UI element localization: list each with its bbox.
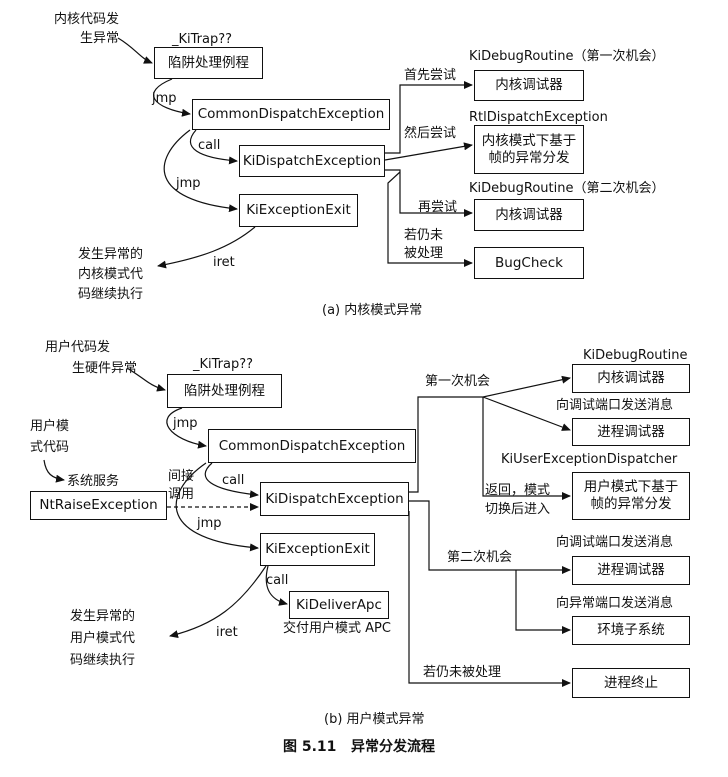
arrow-trap-to-common <box>152 78 191 117</box>
a-common-dispatch-box: CommonDispatchException <box>192 99 390 130</box>
a-start-label-1: 内核代码发 <box>54 12 120 27</box>
b-trap-handler-box: 陷阱处理例程 <box>167 374 282 408</box>
b-user-frame-dispatch-box: 用户模式下基于 帧的异常分发 <box>572 472 690 520</box>
arrow-b-trap-to-common <box>166 407 207 449</box>
b-ki-dispatch-box: KiDispatchException <box>260 482 409 516</box>
a-iret-label: iret <box>213 255 235 270</box>
b-indirect-call-label-1: 间接 <box>168 469 195 484</box>
b-second-chance-label: 第二次机会 <box>447 550 513 565</box>
a-call-label: call <box>198 138 221 153</box>
arrow-common-to-dispatch <box>189 129 238 165</box>
b-indirect-call-label-2: 调用 <box>168 487 195 502</box>
b-nt-raise-box: NtRaiseException <box>30 491 167 520</box>
a-kernel-debugger-2-box: 内核调试器 <box>474 199 584 231</box>
b-common-dispatch-box: CommonDispatchException <box>208 429 416 463</box>
b-user-exception-dispatcher-label: KiUserExceptionDispatcher <box>501 452 678 467</box>
b-send-debug-port-1-label: 向调试端口发送消息 <box>556 398 674 413</box>
a-end-label-3: 码继续执行 <box>78 287 144 302</box>
a-kernel-frame-dispatch-box: 内核模式下基于 帧的异常分发 <box>474 125 584 174</box>
a-trap-handler-box: 陷阱处理例程 <box>154 47 263 79</box>
b-user-code-label-2: 式代码 <box>30 440 70 455</box>
b-first-chance-label: 第一次机会 <box>425 374 491 389</box>
line-a-bugcheck <box>387 171 473 267</box>
arrow-b-exit-to-end <box>169 565 267 638</box>
arrow-b-user-to-nt <box>43 459 65 483</box>
a-debug-routine-1-label: KiDebugRoutine（第一次机会） <box>469 49 665 64</box>
line-b-second-chance <box>409 500 571 574</box>
b-user-frame-dispatch-line-2: 帧的异常分发 <box>590 496 672 512</box>
b-call-label: call <box>222 473 245 488</box>
b-process-debugger-2-box: 进程调试器 <box>572 556 690 585</box>
b-iret-label: iret <box>216 625 238 640</box>
a-bugcheck-box: BugCheck <box>474 247 584 279</box>
b-jmp2-label: jmp <box>197 516 222 531</box>
b-process-debugger-1-box: 进程调试器 <box>572 418 690 446</box>
b-still-unhandled-label: 若仍未被处理 <box>423 665 502 680</box>
a-end-label-1: 发生异常的 <box>78 247 144 262</box>
arrow-b-exit-to-apc <box>265 565 288 606</box>
b-ki-exit-box: KiExceptionExit <box>260 533 375 566</box>
b-ki-deliver-apc-box: KiDeliverApc <box>289 591 389 619</box>
line-a-bus-upper <box>385 81 473 154</box>
a-ki-exit-box: KiExceptionExit <box>239 194 358 227</box>
arrow-b-common-to-exit <box>175 462 259 552</box>
b-jmp1-label: jmp <box>173 416 198 431</box>
b-system-service-label: 系统服务 <box>67 474 120 489</box>
b-return-switch-label-2: 切换后进入 <box>485 502 551 517</box>
line-b-to-env-subsystem <box>515 570 571 634</box>
line-a-then <box>384 142 473 161</box>
figure-caption-number: 5.11 <box>301 739 337 755</box>
b-start-label-2: 生硬件异常 <box>72 361 138 376</box>
a-ki-dispatch-box: KiDispatchException <box>239 145 385 177</box>
figure-caption-title: 异常分发流程 <box>351 739 436 755</box>
b-user-frame-dispatch-line-1: 用户模式下基于 <box>583 479 679 495</box>
line-b-to-user-dispatch <box>482 397 571 500</box>
a-kitrap-label: _KiTrap?? <box>172 32 233 47</box>
b-process-terminate-box: 进程终止 <box>572 668 690 698</box>
b-return-switch-label-1: 返回，模式 <box>485 483 551 498</box>
figure-caption: 图 5.11 异常分发流程 <box>283 740 435 755</box>
line-b-to-terminate <box>408 511 571 687</box>
arrow-start-to-trap <box>117 37 153 64</box>
a-debug-routine-2-label: KiDebugRoutine（第二次机会） <box>469 181 665 196</box>
arrow-b-start-to-trap <box>126 367 166 392</box>
line-b-to-process-debugger <box>482 396 571 431</box>
arrow-common-to-exit <box>163 129 238 213</box>
b-env-subsystem-box: 环境子系统 <box>572 616 690 645</box>
a-then-try-label: 然后尝试 <box>404 126 457 141</box>
figure-caption-label: 图 <box>283 739 297 755</box>
a-kernel-frame-dispatch-line-1: 内核模式下基于 <box>481 132 577 149</box>
b-user-code-label-1: 用户模 <box>30 419 70 434</box>
a-unhandled-label-1: 若仍未 <box>404 228 444 243</box>
b-deliver-apc-label: 交付用户模式 APC <box>283 621 391 636</box>
b-end-label-3: 码继续执行 <box>70 653 136 668</box>
b-caption: (b) 用户模式异常 <box>324 712 425 727</box>
a-jmp2-label: jmp <box>176 176 201 191</box>
b-end-label-1: 发生异常的 <box>70 609 136 624</box>
a-rtl-dispatch-label: RtlDispatchException <box>469 110 608 125</box>
a-jmp1-label: jmp <box>152 91 177 106</box>
a-end-label-2: 内核模式代 <box>78 267 144 282</box>
arrow-exit-to-end <box>157 226 256 269</box>
arrow-b-common-to-dispatch <box>204 462 259 499</box>
b-debug-routine-label: KiDebugRoutine <box>583 348 688 363</box>
a-kernel-debugger-1-box: 内核调试器 <box>474 70 584 101</box>
b-send-debug-port-2-label: 向调试端口发送消息 <box>556 535 674 550</box>
a-kernel-frame-dispatch-line-2: 帧的异常分发 <box>488 149 570 166</box>
b-end-label-2: 用户模式代 <box>70 631 136 646</box>
line-b-first-chance <box>409 375 571 493</box>
a-caption: (a) 内核模式异常 <box>322 303 423 318</box>
line-a-bus-lower <box>385 169 473 217</box>
a-first-try-label: 首先尝试 <box>404 68 457 83</box>
a-retry-label: 再尝试 <box>418 200 458 215</box>
b-kitrap-label: _KiTrap?? <box>193 357 254 372</box>
b-call2-label: call <box>266 573 289 588</box>
a-unhandled-label-2: 被处理 <box>404 246 444 261</box>
b-kernel-debugger-box: 内核调试器 <box>572 364 690 393</box>
a-start-label-2: 生异常 <box>80 31 120 46</box>
b-send-exception-port-label: 向异常端口发送消息 <box>556 596 674 611</box>
b-start-label-1: 用户代码发 <box>45 340 111 355</box>
